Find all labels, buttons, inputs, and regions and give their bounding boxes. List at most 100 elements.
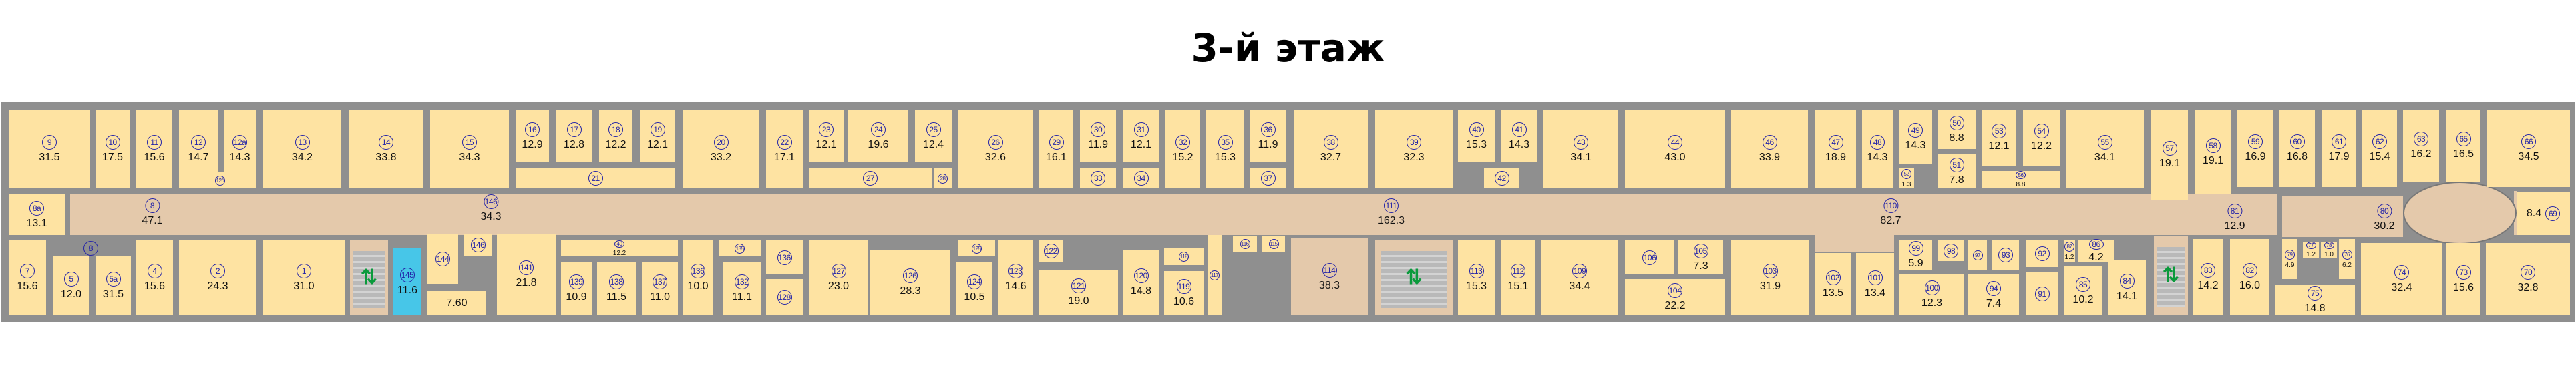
room-42[interactable]: 42	[1484, 168, 1519, 188]
staircase[interactable]: ⇅	[1375, 240, 1453, 315]
room-12б[interactable]: 12б	[206, 172, 234, 188]
room-unnumbered[interactable]: 7.60	[427, 291, 486, 315]
room-98[interactable]: 98	[1938, 240, 1964, 261]
room-92[interactable]: 92	[2026, 240, 2058, 267]
staircase[interactable]: ⇅	[350, 240, 388, 315]
staircase[interactable]: ⇅	[2154, 236, 2188, 315]
room-122[interactable]: 122	[1039, 240, 1063, 262]
room-37[interactable]: 37	[1250, 168, 1286, 188]
room-128[interactable]: 128	[766, 279, 803, 315]
room-136[interactable]: 136	[766, 240, 803, 274]
room-28[interactable]: 28	[934, 168, 952, 188]
room-106[interactable]: 106	[1625, 240, 1674, 274]
room-91[interactable]: 91	[2026, 272, 2058, 315]
room-135[interactable]: 135	[719, 240, 761, 256]
room-116[interactable]: 116	[1233, 236, 1257, 252]
room-21[interactable]: 21	[516, 168, 675, 188]
room-97[interactable]: 97	[1968, 240, 1987, 270]
room-144[interactable]: 144	[427, 234, 458, 284]
room-33[interactable]: 33	[1080, 168, 1116, 188]
room-146[interactable]: 146	[464, 234, 492, 256]
room-27[interactable]: 27	[809, 168, 932, 188]
